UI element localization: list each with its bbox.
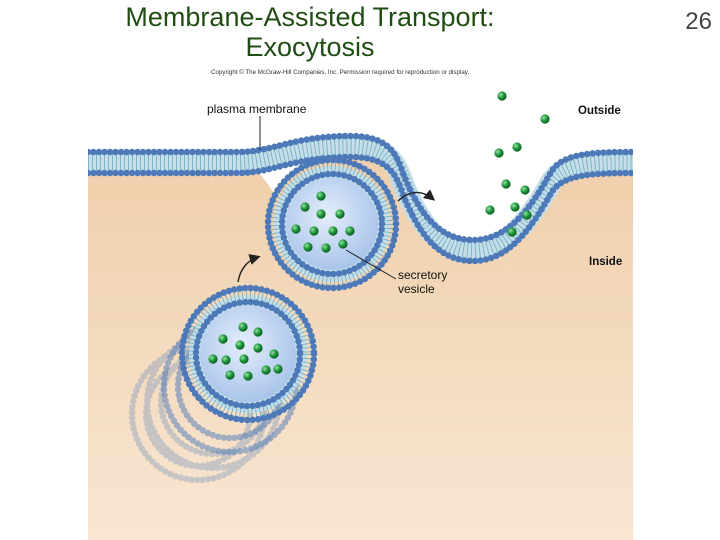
copyright-text: Copyright © The McGraw-Hill Companies, I…: [211, 69, 469, 76]
plasma-membrane-label: plasma membrane: [207, 102, 307, 116]
secretory-vesicle-leader: [345, 249, 397, 280]
outside-label: Outside: [578, 105, 621, 117]
page-number: 26: [685, 8, 712, 35]
title-line-2: Exocytosis: [245, 32, 375, 62]
secretory-vesicle-label-line1: secretory: [398, 268, 447, 282]
secretory-vesicle-label-line2: vesicle: [398, 282, 435, 296]
released-cargo: [485, 91, 550, 237]
fusing-vesicle: [264, 156, 400, 292]
membrane-tail-lines: [88, 136, 633, 260]
exocytosis-diagram: Copyright © The McGraw-Hill Companies, I…: [88, 69, 633, 540]
motion-arrow-upper: [397, 189, 436, 202]
exocytosis-figure: Copyright © The McGraw-Hill Companies, I…: [88, 64, 633, 540]
slide-title: Membrane-Assisted Transport: Exocytosis: [100, 2, 520, 62]
motion-arrow-lower: [237, 254, 261, 283]
approaching-vesicle-cargo: [208, 322, 283, 381]
title-line-1: Membrane-Assisted Transport:: [125, 2, 495, 32]
inside-label: Inside: [589, 256, 622, 268]
approaching-vesicle: [178, 284, 318, 424]
membrane-outer-heads-round: [88, 132, 633, 244]
fusing-vesicle-cargo: [291, 191, 355, 253]
